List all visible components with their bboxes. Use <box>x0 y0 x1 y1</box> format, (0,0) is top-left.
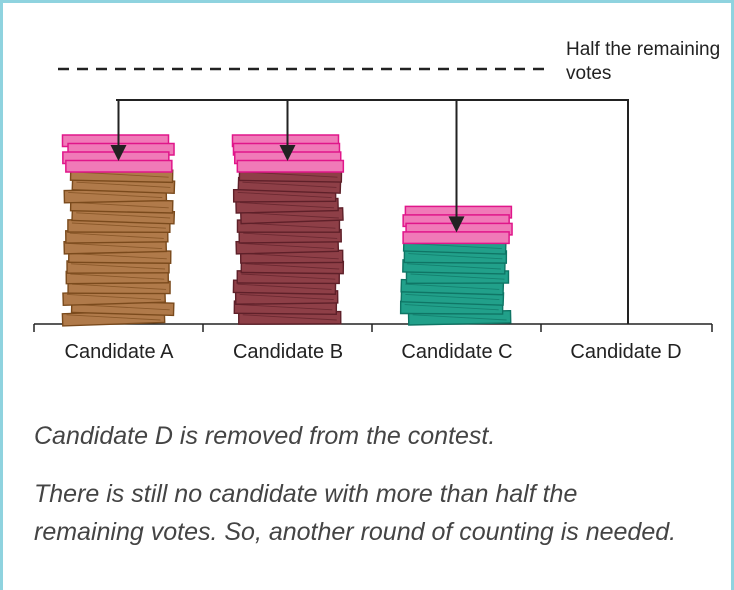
ballot-scribble <box>76 181 171 188</box>
ballot-scribble <box>71 222 166 229</box>
ballot-scribble <box>238 304 333 311</box>
ballot-scribble <box>242 181 337 188</box>
caption-next-round: There is still no candidate with more th… <box>34 480 677 546</box>
ballot-scribble <box>408 253 503 260</box>
transferred-ballot <box>402 231 510 245</box>
arrowhead-icon <box>110 145 127 161</box>
ballot-scribble <box>70 273 165 280</box>
ballot-scribble <box>69 232 164 239</box>
ballot-scribble <box>240 242 335 250</box>
ballot-scribble <box>405 283 500 290</box>
ballot-scribble <box>74 171 169 178</box>
ballot-scribble <box>75 304 170 311</box>
ballot-scribble <box>404 304 499 311</box>
ballot-scribble <box>410 273 505 280</box>
candidate-d-label: Candidate D <box>570 341 682 363</box>
candidate-b-label: Candidate B <box>232 341 344 363</box>
ballot-scribble <box>72 253 167 260</box>
ballot-scribble <box>237 283 332 290</box>
transferred-ballot <box>236 159 345 173</box>
ballot-scribble <box>241 273 336 280</box>
ballot-scribble <box>71 263 166 270</box>
ballot-scribble <box>406 263 501 270</box>
ballot-scribble <box>405 293 500 301</box>
ballot-scribble <box>239 293 334 301</box>
candidate-a-ballot-stack <box>61 167 176 327</box>
candidate-c-label: Candidate C <box>401 341 513 363</box>
ballot-scribble <box>242 314 337 321</box>
ballot-scribble <box>407 242 502 250</box>
ballot-scribble <box>412 314 507 321</box>
ballot-diagram <box>33 67 713 332</box>
ballot-scribble <box>72 283 167 290</box>
ballot-scribble <box>240 202 335 209</box>
ballot-scribble <box>244 253 339 260</box>
transferred-ballot <box>65 159 173 173</box>
arrowhead-icon <box>279 145 296 161</box>
caption-removal: Candidate D is removed from the contest. <box>34 422 496 450</box>
ballot-scribble <box>243 232 338 239</box>
ballot-scribble <box>67 293 162 301</box>
ballot-scribble <box>74 202 169 209</box>
ballot-scribble <box>244 212 339 219</box>
candidate-a-label: Candidate A <box>64 341 174 363</box>
ballot-scribble <box>237 191 332 199</box>
ballot-scribble <box>68 191 163 199</box>
ballot-scribble <box>76 212 171 219</box>
ballot-scribble <box>68 242 163 250</box>
threshold-label: Half the remaining votes <box>566 39 721 84</box>
redistribution-connector <box>116 99 629 324</box>
candidate-b-ballot-stack <box>232 167 345 325</box>
ballot-scribble <box>66 314 161 321</box>
ballot-scribble <box>241 222 336 229</box>
arrowhead-icon <box>448 216 465 233</box>
ballot-scribble <box>243 171 338 178</box>
ballot-scribble <box>245 263 340 270</box>
candidate-c-ballot-stack <box>399 238 512 326</box>
